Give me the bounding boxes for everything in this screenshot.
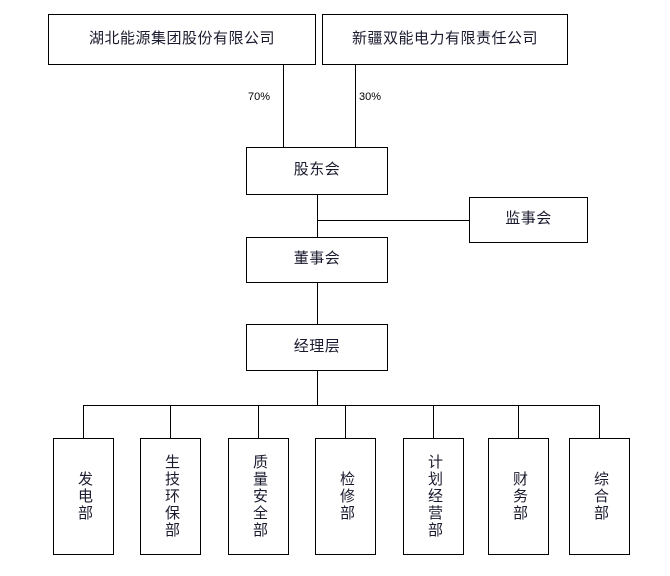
node-dept-finance-label: 财务部 xyxy=(511,471,527,522)
node-board-of-directors-label: 董事会 xyxy=(293,251,341,268)
connector-shareholders-meeting-to-supervisory-board xyxy=(317,220,469,221)
node-shareholders-meeting[interactable]: 股东会 xyxy=(246,147,388,195)
node-dept-maintenance-label: 检修部 xyxy=(338,471,354,522)
connector-bus-to-dept-1 xyxy=(83,405,84,438)
node-dept-production-environment[interactable]: 生技环保部 xyxy=(140,438,201,555)
node-dept-finance[interactable]: 财务部 xyxy=(488,438,549,555)
node-shareholders-meeting-label: 股东会 xyxy=(293,162,341,179)
node-management-layer[interactable]: 经理层 xyxy=(246,324,388,371)
connector-bus-to-dept-6 xyxy=(518,405,519,438)
connector-bus-to-dept-4 xyxy=(345,405,346,438)
node-dept-power-generation[interactable]: 发电部 xyxy=(53,438,114,555)
node-shareholder-xinjiang[interactable]: 新疆双能电力有限责任公司 xyxy=(322,14,568,65)
node-dept-quality-safety[interactable]: 质量安全部 xyxy=(228,438,289,555)
node-dept-general-affairs[interactable]: 综合部 xyxy=(569,438,630,555)
connector-board-to-management xyxy=(317,283,318,324)
node-dept-general-affairs-label: 综合部 xyxy=(592,471,608,522)
node-dept-maintenance[interactable]: 检修部 xyxy=(315,438,376,555)
stake-label-hubei: 70% xyxy=(248,91,271,103)
connector-management-to-department-bus xyxy=(317,371,318,405)
stake-label-xinjiang: 30% xyxy=(359,91,382,103)
node-dept-planning-operation[interactable]: 计划经营部 xyxy=(403,438,464,555)
node-shareholder-xinjiang-label: 新疆双能电力有限责任公司 xyxy=(351,30,538,47)
node-supervisory-board[interactable]: 监事会 xyxy=(469,197,588,243)
connector-bus-to-dept-5 xyxy=(433,405,434,438)
node-supervisory-board-label: 监事会 xyxy=(505,211,552,228)
node-management-layer-label: 经理层 xyxy=(293,338,341,355)
node-dept-quality-safety-label: 质量安全部 xyxy=(251,454,267,539)
node-dept-production-environment-label: 生技环保部 xyxy=(163,454,179,539)
department-bus-line xyxy=(83,405,599,406)
connector-bus-to-dept-7 xyxy=(599,405,600,438)
connector-hubei-to-shareholders-meeting xyxy=(283,65,284,147)
node-board-of-directors[interactable]: 董事会 xyxy=(246,237,388,283)
connector-bus-to-dept-3 xyxy=(258,405,259,438)
connector-bus-to-dept-2 xyxy=(170,405,171,438)
node-shareholder-hubei[interactable]: 湖北能源集团股份有限公司 xyxy=(48,14,316,65)
node-dept-power-generation-label: 发电部 xyxy=(76,471,92,522)
node-dept-planning-operation-label: 计划经营部 xyxy=(426,454,442,539)
node-shareholder-hubei-label: 湖北能源集团股份有限公司 xyxy=(88,30,275,47)
connector-shareholders-meeting-to-board xyxy=(317,195,318,237)
connector-xinjiang-to-shareholders-meeting xyxy=(355,65,356,147)
